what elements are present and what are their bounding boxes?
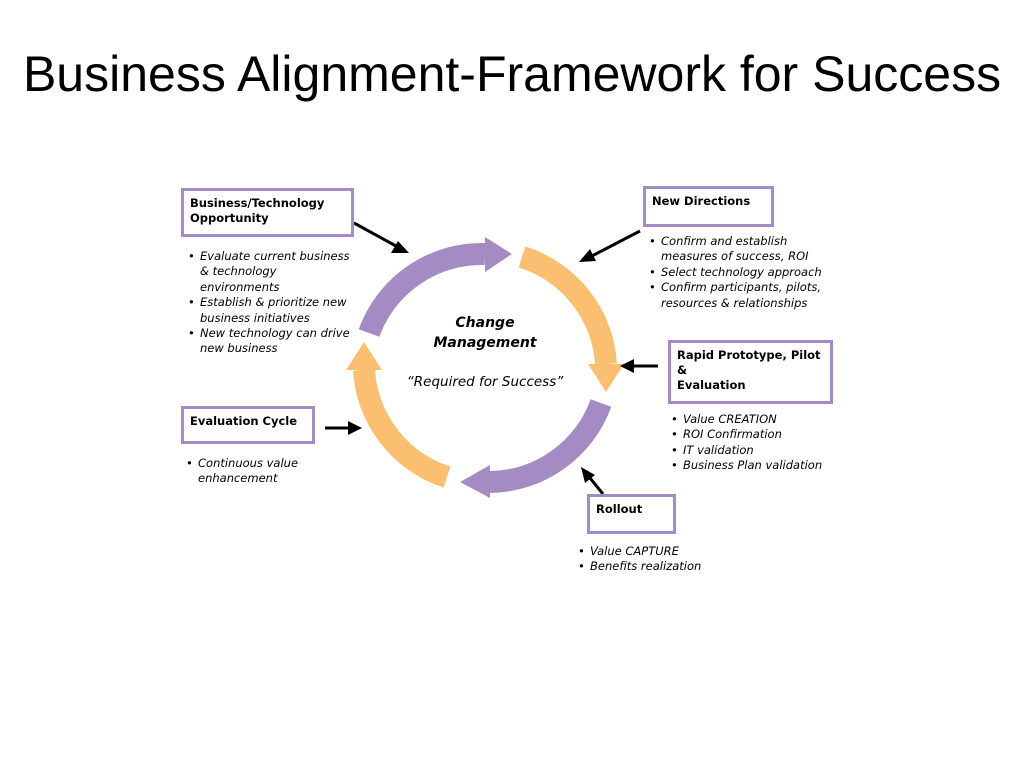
cycle-arc-right [518, 246, 617, 365]
center-title-line1: Change [455, 315, 515, 331]
rollout-label: Rollout [596, 502, 643, 516]
bullet-item: Value CREATION [671, 412, 841, 428]
new-directions-label: New Directions [652, 194, 751, 208]
bullet-item: Evaluate current business & technology e… [188, 249, 356, 295]
opportunity-label-line1: Business/Technology [190, 196, 325, 210]
connector-arrows [325, 221, 658, 495]
bullet-item: ROI Confirmation [671, 427, 841, 443]
bullet-item: IT validation [671, 443, 841, 459]
cycle-arrowhead-bottom [460, 465, 490, 498]
bullet-item: Confirm participants, pilots, resources … [649, 280, 839, 311]
opportunity-bullets: Evaluate current business & technology e… [188, 249, 356, 357]
prototype-label-line2: Evaluation [677, 378, 746, 392]
bullet-item: Business Plan validation [671, 458, 841, 474]
bullet-item: Continuous value enhancement [186, 456, 326, 487]
prototype-label-line1: Rapid Prototype, Pilot & [677, 348, 821, 377]
center-title: Change Management [415, 313, 555, 353]
cycle-arrowhead-left [346, 342, 382, 370]
prototype-box: Rapid Prototype, Pilot & Evaluation [668, 340, 833, 404]
cycle-arrowhead-right [588, 364, 624, 392]
arrow-rollout [588, 477, 605, 495]
evaluation-cycle-label: Evaluation Cycle [190, 414, 298, 428]
bullet-item: Value CAPTURE [578, 544, 738, 560]
bullet-item: Select technology approach [649, 265, 839, 281]
cycle-arc-left [353, 369, 451, 488]
rollout-box: Rollout [587, 494, 676, 534]
arrow-new-directions [591, 229, 641, 258]
evaluation-cycle-box: Evaluation Cycle [181, 406, 315, 444]
center-title-line2: Management [433, 335, 537, 351]
center-subtitle: “Required for Success” [406, 374, 564, 390]
cycle-arc-bottom [489, 398, 612, 493]
cycle-arrowhead-top [485, 237, 512, 272]
bullet-item: New technology can drive new business [188, 326, 356, 357]
opportunity-label-line2: Opportunity [190, 211, 269, 225]
bullet-item: Benefits realization [578, 559, 738, 575]
prototype-bullets: Value CREATION ROI Confirmation IT valid… [671, 412, 841, 474]
cycle-arc-top [358, 242, 486, 337]
arrow-opportunity [353, 221, 397, 248]
new-directions-bullets: Confirm and establish measures of succes… [649, 234, 839, 311]
page-title: Business Alignment-Framework for Success [22, 46, 1002, 102]
evaluation-cycle-bullets: Continuous value enhancement [186, 456, 326, 487]
new-directions-box: New Directions [643, 186, 774, 227]
opportunity-box: Business/Technology Opportunity [181, 188, 354, 237]
bullet-item: Confirm and establish measures of succes… [649, 234, 839, 265]
bullet-item: Establish & prioritize new business init… [188, 295, 356, 326]
rollout-bullets: Value CAPTURE Benefits realization [578, 544, 738, 575]
